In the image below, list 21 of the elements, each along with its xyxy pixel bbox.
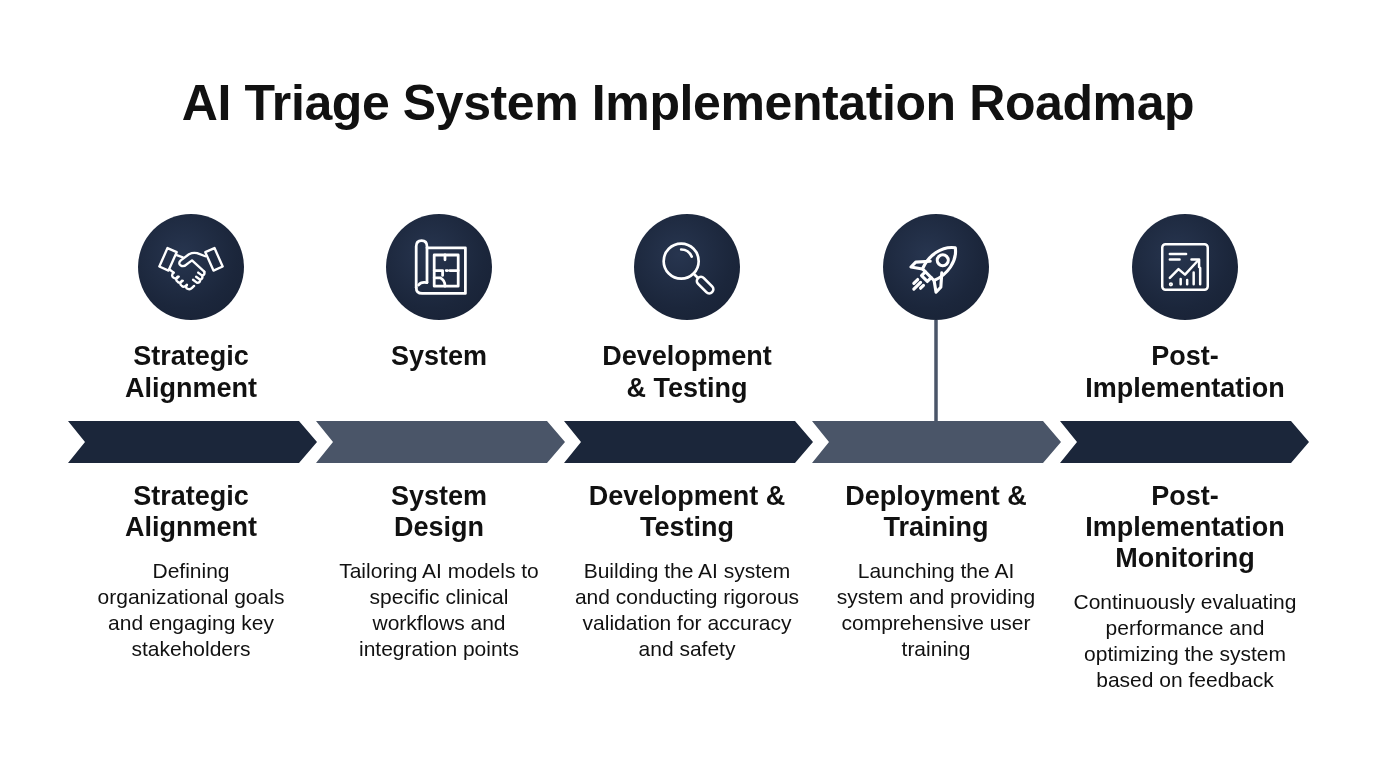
phase-title: System Design bbox=[389, 481, 489, 543]
phase-heading: Development & Testing bbox=[601, 340, 773, 404]
chevron-shape bbox=[812, 421, 1061, 463]
phase-description: Tailoring AI models to specific clinical workflows and integration points bbox=[338, 558, 540, 662]
phase-description: Building the AI system and conducting rigorous validation for accuracy and safety bbox=[574, 558, 800, 662]
phase-heading: Strategic Alignment bbox=[124, 340, 258, 404]
phase-title: Development & Testing bbox=[587, 481, 787, 543]
chevron-shape bbox=[316, 421, 565, 463]
connector-line bbox=[934, 320, 938, 421]
chevron-shape bbox=[1060, 421, 1309, 463]
chevron-shape bbox=[68, 421, 317, 463]
phase-title: Deployment & Training bbox=[844, 481, 1028, 543]
phase-title: Post- Implementation Monitoring bbox=[1084, 481, 1286, 574]
phase-description: Continuously evaluating performance and optimizing the system based on feedback bbox=[1072, 589, 1298, 693]
phase-description: Launching the AI system and providing comprehensive user training bbox=[835, 558, 1037, 662]
phase-heading: System bbox=[389, 340, 489, 372]
phase-heading: Post- Implementation bbox=[1084, 340, 1286, 404]
phase-description: Defining organizational goals and engaging key stakeholders bbox=[96, 558, 286, 662]
phase-title: Strategic Alignment bbox=[124, 481, 258, 543]
diagram-title: AI Triage System Implementation Roadmap bbox=[180, 74, 1196, 133]
chevron-shape bbox=[564, 421, 813, 463]
